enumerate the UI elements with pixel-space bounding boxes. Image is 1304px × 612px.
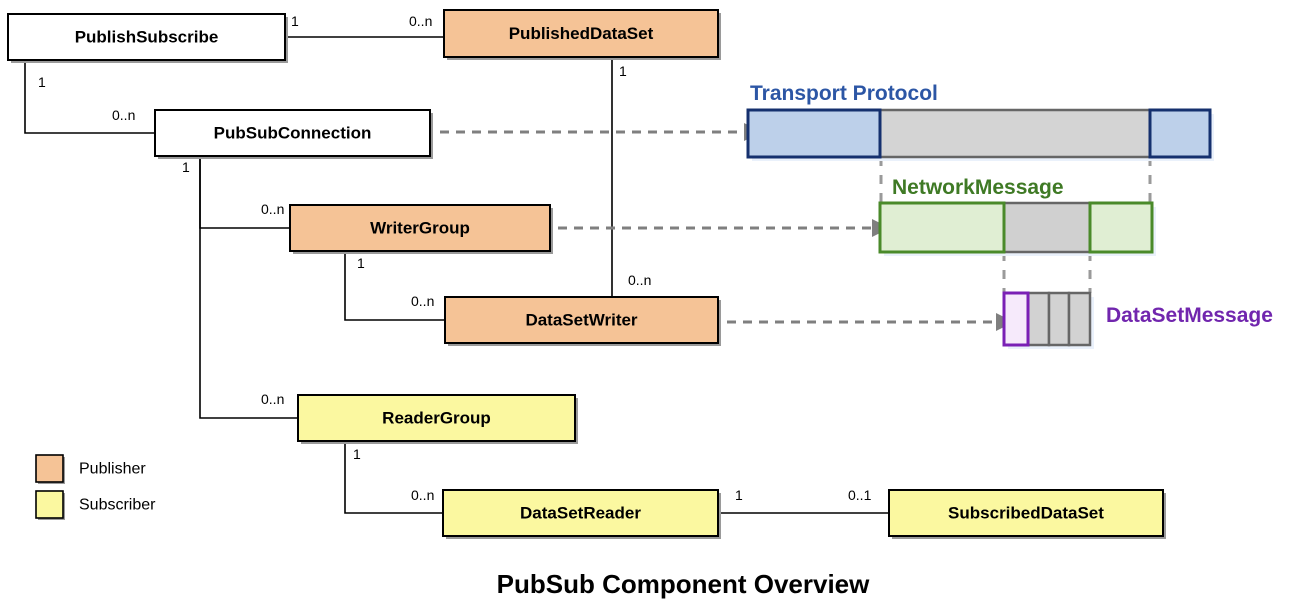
edge-pubsubconnection-readergroup [199,156,298,419]
segment-field-3 [1067,291,1092,347]
segment-header [1002,291,1030,347]
class-box-writergroup[interactable]: WriterGroup [289,204,553,254]
outer-border-start [878,201,1006,254]
class-box-rect [888,489,1164,537]
protocol-frames: Transport ProtocolNetworkMessageDataSetM… [746,82,1273,349]
class-box-rect [154,109,431,157]
class-box-rect [289,204,551,252]
multiplicity-pds-to-dsw: 1 [619,63,627,79]
segment-trailer [1148,108,1212,159]
multiplicity-conn-to-rg: 0..n [261,391,284,407]
class-box-rect [7,13,286,61]
segment-payload [1002,201,1092,254]
multiplicity-dsr-to-sds-far: 0..1 [848,487,872,503]
multiplicity-conn-down: 1 [182,159,190,175]
class-box-label: ReaderGroup [382,408,491,427]
legend-label: Publisher [79,461,146,478]
class-box-label: PubSubConnection [214,123,372,142]
class-box-label: WriterGroup [370,218,470,237]
multiplicity-pds-dsw-lower: 0..n [628,272,651,288]
outer-border-end [1148,108,1212,159]
multiplicity-ps-to-conn-far: 0..n [112,107,135,123]
class-box-rect [443,9,719,58]
segment-header [878,201,1006,254]
segment-field-1 [1026,291,1051,347]
multiplicity-dsr-to-sds-near: 1 [735,487,743,503]
multiplicity-wg-to-dsw: 0..n [411,293,434,309]
class-box-datasetreader[interactable]: DataSetReader [442,489,721,539]
class-box-rect [442,489,719,537]
legend-item-publisher: Publisher [35,454,146,484]
multiplicity-rg-to-dsr: 0..n [411,487,434,503]
class-box-rect [444,296,719,344]
segment-payload [878,108,1152,159]
edge-pubsubconnection-writergroup [199,156,290,229]
uml-class-boxes: PublishSubscribe PublishedDataSetPubSubCo… [7,9,1166,539]
class-box-label: DataSetReader [520,503,641,522]
class-box-rect [297,394,576,442]
protocol-title-network-message: NetworkMessage [892,176,1064,199]
edge-writergroup-datasetwriter [344,251,445,321]
legend-swatch [35,490,64,519]
legend-label: Subscriber [79,497,156,514]
segment-field-2 [1047,291,1071,347]
protocol-frame-transport: Transport Protocol [746,82,1214,161]
layer-guide-lines [879,157,1152,293]
class-box-pubsubconnection[interactable]: PubSubConnection [154,109,433,159]
segment-trailer [1088,201,1154,254]
legend-swatch [35,454,64,483]
edge-publishsubscribe-pubsubconnection [24,60,155,134]
class-box-subscribeddataset[interactable]: SubscribedDataSet [888,489,1166,539]
edge-readergroup-datasetreader [344,441,443,514]
class-box-label: DataSetWriter [525,310,637,329]
multiplicity-rg-down: 1 [353,446,361,462]
class-box-readergroup[interactable]: ReaderGroup [297,394,578,444]
multiplicity-ps-to-pds-near: 1 [291,13,299,29]
multiplicity-ps-to-pds-far: 0..n [409,13,432,29]
outer-border-end [1088,201,1154,254]
outer-border-start [746,108,882,159]
diagram-title: PubSub Component Overview [497,569,870,599]
protocol-title-dataset-message: DataSetMessage [1106,304,1273,327]
class-box-label: SubscribedDataSet [948,503,1104,522]
class-box-publisheddataset[interactable]: PublishedDataSet [443,9,721,60]
protocol-frame-dataset-message: DataSetMessage [1002,291,1273,349]
multiplicity-ps-to-conn-near: 1 [38,74,46,90]
protocol-frame-network-message: NetworkMessage [878,176,1156,256]
segment-header [746,108,882,159]
multiplicity-labels: 1 0..n 1 0..n 1 1 0..n 1 0..n 0..n 0..n 1 0..n 1 0..1 [38,13,872,503]
class-box-label: PublishSubscribe [75,27,219,46]
class-box-publishsubscribe[interactable]: PublishSubscribe [7,13,288,63]
legend-item-subscriber: Subscriber [35,490,156,520]
multiplicity-conn-to-wg: 0..n [261,201,284,217]
multiplicity-wg-down: 1 [357,255,365,271]
class-box-datasetwriter[interactable]: DataSetWriter [444,296,721,346]
outer-border-start [1002,291,1030,347]
class-box-label: PublishedDataSet [509,24,654,43]
protocol-title-transport: Transport Protocol [750,82,938,105]
